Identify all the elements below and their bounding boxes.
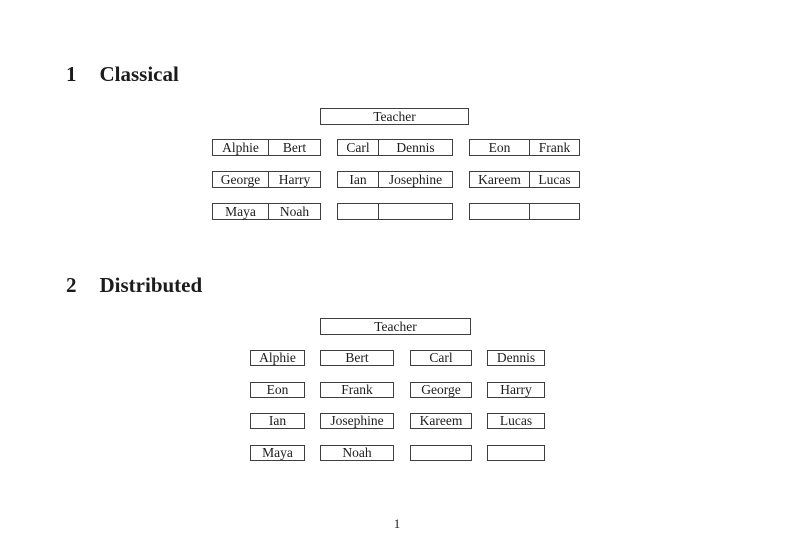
section-number: 1	[66, 62, 77, 86]
desk-seat: Alphie	[213, 140, 269, 155]
desk: Eon Frank	[469, 139, 580, 156]
teacher-box-distributed: Teacher	[320, 318, 471, 335]
desk: Lucas	[487, 413, 545, 429]
desk: Maya	[250, 445, 305, 461]
desk-seat: Bert	[282, 140, 307, 155]
desk: Kareem Lucas	[469, 171, 580, 188]
desk: Noah	[320, 445, 394, 461]
desk-seat: Dennis	[396, 140, 435, 155]
desk-seat	[379, 204, 452, 219]
desk-seat: Maya	[213, 204, 269, 219]
desk-seat: Eon	[470, 140, 530, 155]
page-number: 1	[393, 516, 401, 531]
desk: Frank	[320, 382, 394, 398]
desk-seat: Noah	[279, 204, 310, 219]
desk-seat	[530, 204, 579, 219]
desk	[469, 203, 580, 220]
desk-seat: Ian	[338, 172, 379, 187]
desk-seat: Lucas	[538, 172, 571, 187]
section-heading-distributed: 2 Distributed	[66, 273, 202, 297]
teacher-box-classical: Teacher	[320, 108, 469, 125]
desk-seat: Josephine	[388, 172, 443, 187]
desk-seat: Frank	[538, 140, 571, 155]
desk: Bert	[320, 350, 394, 366]
desk-seat: George	[213, 172, 269, 187]
desk: Maya Noah	[212, 203, 321, 220]
desk-seat	[470, 204, 530, 219]
section-heading-classical: 1 Classical	[66, 62, 179, 86]
desk: Dennis	[487, 350, 545, 366]
desk-seat: Harry	[278, 172, 311, 187]
section-title: Classical	[99, 62, 179, 86]
desk-seat	[338, 204, 379, 219]
desk: Alphie	[250, 350, 305, 366]
desk: Harry	[487, 382, 545, 398]
desk: Carl Dennis	[337, 139, 453, 156]
desk: Ian Josephine	[337, 171, 453, 188]
desk-seat: Kareem	[470, 172, 530, 187]
desk-seat: Carl	[338, 140, 379, 155]
desk: Josephine	[320, 413, 394, 429]
desk	[487, 445, 545, 461]
desk: Kareem	[410, 413, 472, 429]
desk	[410, 445, 472, 461]
desk	[337, 203, 453, 220]
desk: Alphie Bert	[212, 139, 321, 156]
desk: Ian	[250, 413, 305, 429]
desk: Carl	[410, 350, 472, 366]
desk: George Harry	[212, 171, 321, 188]
desk: George	[410, 382, 472, 398]
section-number: 2	[66, 273, 77, 297]
section-title: Distributed	[99, 273, 203, 297]
desk: Eon	[250, 382, 305, 398]
